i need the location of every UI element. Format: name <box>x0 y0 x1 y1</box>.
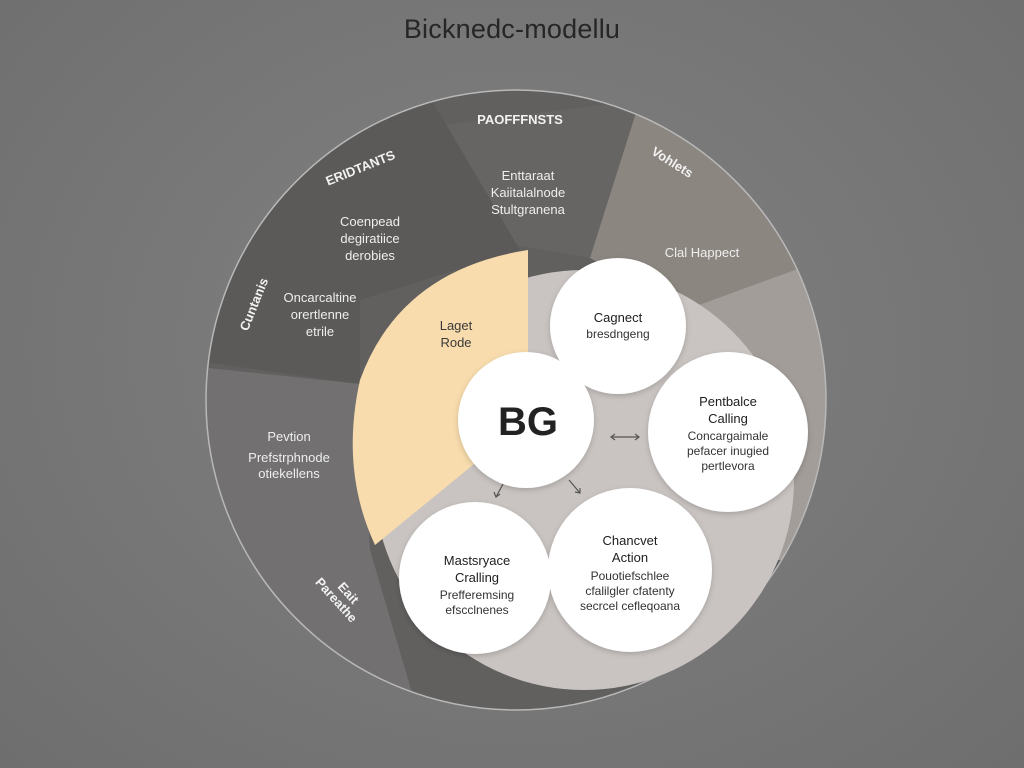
node-text: cfalilgler cfatenty <box>585 584 674 598</box>
outer-ring <box>205 89 827 711</box>
connector-arrow <box>568 479 581 494</box>
arrow-head-icon <box>634 433 640 441</box>
center-node <box>458 352 594 488</box>
node-title: Calling <box>708 411 748 426</box>
node-cagnect <box>550 258 686 394</box>
node-title: Pentbalce <box>699 394 757 409</box>
section-lower-left-line: otiekellens <box>258 466 320 481</box>
center-node-label: BG <box>498 400 558 444</box>
node-title: Cralling <box>455 570 499 585</box>
section-upper-right-line: Clal Happect <box>665 245 740 260</box>
page-title: Bicknedc-modellu <box>403 14 621 44</box>
arrow-head-icon <box>574 488 581 494</box>
core-sector-line: Laget <box>440 318 473 333</box>
section-top-line: Kaiitalalnode <box>491 185 565 200</box>
section-left-line: etrile <box>306 324 334 339</box>
section-top-label: PAOFFFNSTS <box>477 112 563 127</box>
section-left-line: orertlenne <box>291 307 350 322</box>
core-sector-line: Rode <box>440 335 471 350</box>
node-text: Pouotiefschlee <box>591 569 670 583</box>
section-upper-left-line: Coenpead <box>340 214 400 229</box>
node-circles <box>399 258 808 654</box>
node-pentbalce <box>648 352 808 512</box>
node-title: Cagnect <box>594 310 643 325</box>
arrow-head-icon <box>493 491 501 498</box>
section-lower-left-label: Pevtion <box>267 429 310 444</box>
section-upper-left-line: degiratiice <box>340 231 399 246</box>
connectors <box>493 433 640 498</box>
node-text: secrcel cefleqoana <box>580 599 680 613</box>
section-top-line: Enttaraat <box>502 168 555 183</box>
node-text: efscclnenes <box>445 603 508 617</box>
core-sector <box>352 250 528 545</box>
section-top-line: Stultgranena <box>491 202 565 217</box>
node-chancvet <box>548 488 712 652</box>
node-mastsryace <box>399 502 551 654</box>
arrow-head-icon <box>610 433 616 441</box>
node-text: pefacer inugied <box>687 444 769 458</box>
node-text: Prefferemsing <box>440 588 514 602</box>
node-text: pertlevora <box>701 459 755 473</box>
node-title: Chancvet <box>603 533 658 548</box>
node-title: Action <box>612 550 648 565</box>
section-lower-left-line: Prefstrphnode <box>248 450 330 465</box>
section-upper-left-line: derobies <box>345 248 395 263</box>
node-text: Concargaimale <box>688 429 769 443</box>
node-title: Mastsryace <box>444 553 510 568</box>
node-text: bresdngeng <box>586 327 649 341</box>
section-left-line: Oncarcaltine <box>284 290 357 305</box>
connector-arrow <box>495 483 504 498</box>
